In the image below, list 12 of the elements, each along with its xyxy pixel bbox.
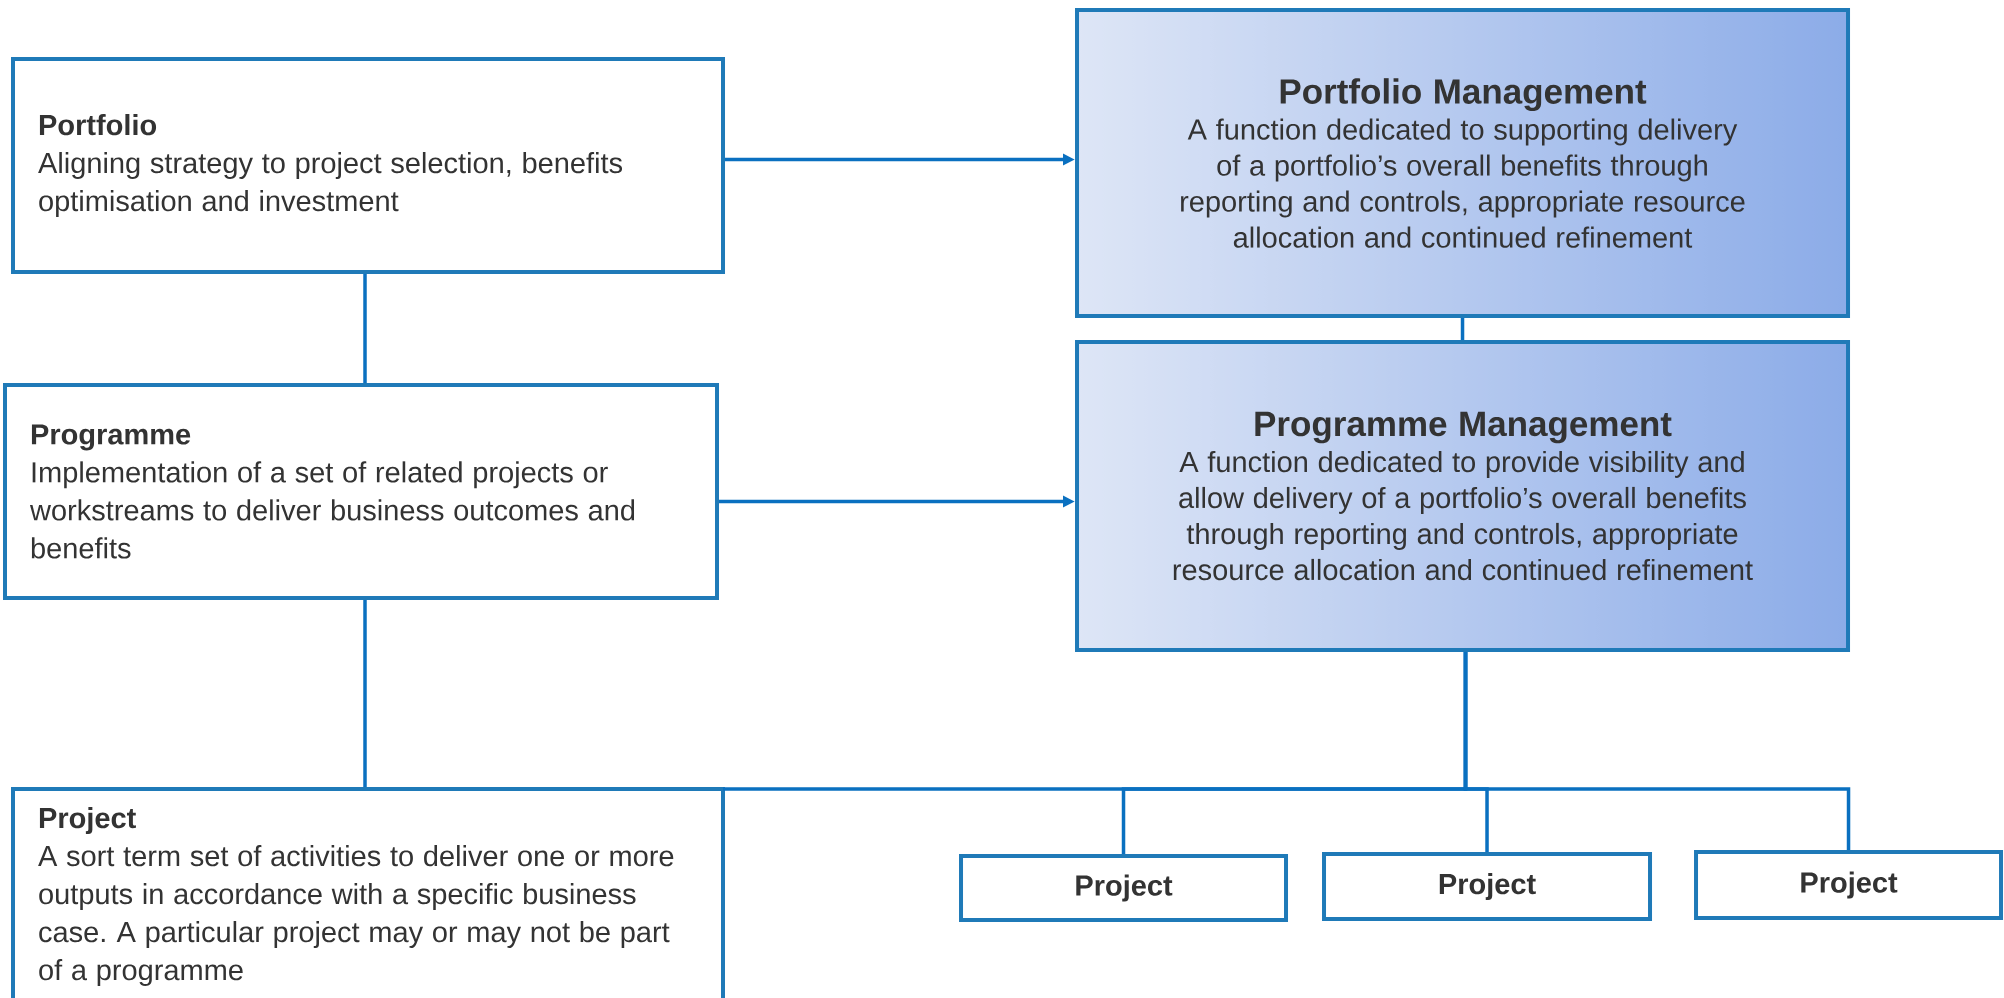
project-box: Project — [1322, 852, 1652, 921]
management-box: Portfolio Management A function dedicated to supporting delivery of a portfolio’s overall benefits through reporting and controls, appropriate resource allocation and continued refinement — [1075, 8, 1851, 318]
connector — [1460, 318, 1465, 340]
connector — [363, 600, 367, 787]
level-box: Programme Implementation of a set of related projects or workstreams to deliver business outcomes and benefits — [3, 383, 719, 600]
connector — [1463, 652, 1851, 850]
management-box: Programme Management A function dedicated to provide visibility and allow delivery of a portfolio’s overall benefits through reporting and controls, appropriate resource allocation and continued refinement — [1075, 340, 1851, 652]
level-box: Portfolio Aligning strategy to project selection, benefits optimisation and investment — [11, 57, 725, 274]
level-box: Project A sort term set of activities to deliver one or more outputs in accordance with a specific business case. A particular project may or may not be part of a programme — [11, 787, 725, 998]
project-box: Project — [1694, 850, 2004, 920]
project-box: Project — [959, 854, 1288, 922]
connector — [363, 274, 367, 383]
